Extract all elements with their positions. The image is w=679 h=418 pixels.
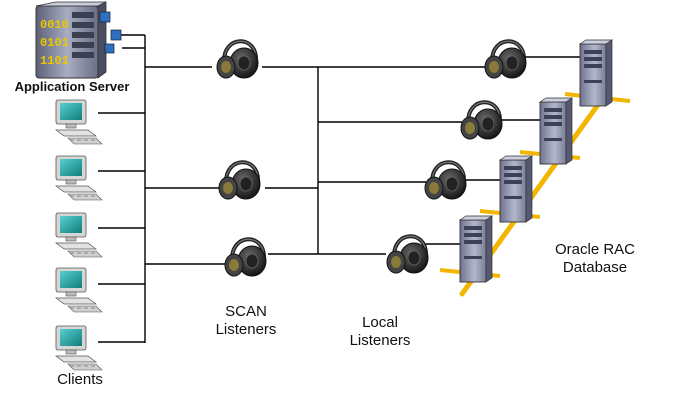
scan-listeners-label: SCAN Listeners (196, 303, 296, 339)
desktop-computer-icon (54, 212, 103, 258)
rac-database-nodes (458, 39, 614, 283)
desktop-computer-icon (54, 155, 103, 201)
database-server-icon (578, 39, 614, 107)
local-listener-headset-icon (424, 160, 467, 200)
svg-text:0101: 0101 (40, 36, 69, 50)
svg-text:1101: 1101 (40, 54, 69, 68)
network-flag-icon (99, 11, 122, 54)
desktop-computer-icon (54, 99, 103, 145)
database-server-icon (498, 155, 534, 223)
database-label: Oracle RAC Database (530, 241, 660, 277)
scan-listener-headset-icon (218, 160, 261, 200)
connection-lines (98, 34, 582, 343)
clients-label: Clients (57, 371, 103, 388)
local-listener-headset-icon (460, 100, 503, 140)
database-label-line-1: Oracle RAC (554, 241, 636, 258)
local-label-line-2: Listeners (349, 332, 411, 349)
client-computers (54, 99, 103, 371)
listener-icons (216, 39, 527, 277)
local-listener-headset-icon (484, 39, 527, 79)
database-server-icon (538, 97, 574, 165)
desktop-computer-icon (54, 267, 103, 313)
scan-listener-headset-icon (224, 237, 267, 277)
svg-text:0010: 0010 (40, 18, 69, 32)
database-server-icon (458, 215, 494, 283)
local-label-line-1: Local (362, 314, 398, 331)
scan-label-line-1: SCAN (225, 303, 267, 320)
scan-listener-headset-icon (216, 39, 259, 79)
scan-label-line-2: Listeners (215, 321, 277, 338)
database-label-line-2: Database (562, 259, 628, 276)
local-listeners-label: Local Listeners (330, 314, 430, 350)
server-tower-icon: 0010 0101 1101 (35, 1, 107, 79)
local-listener-headset-icon (386, 234, 429, 274)
app-server-label: Application Server (14, 79, 130, 94)
desktop-computer-icon (54, 325, 103, 371)
